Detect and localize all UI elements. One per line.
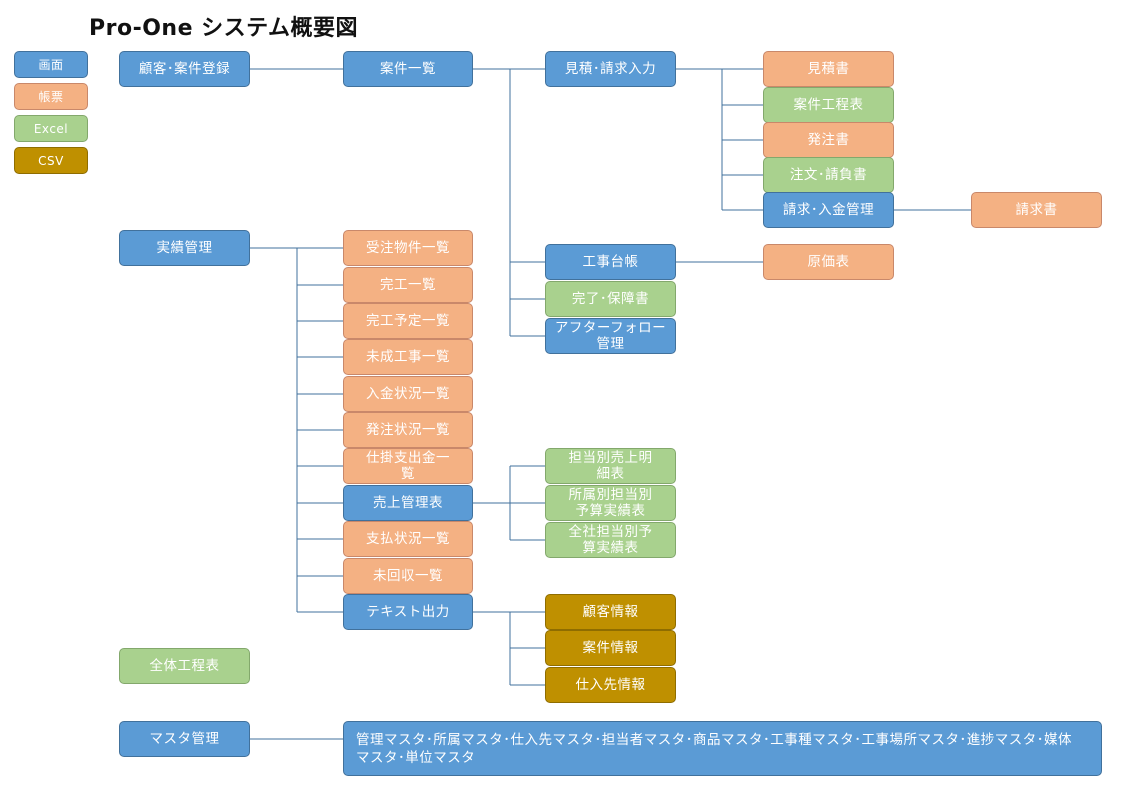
company-person-budget-node: 全社担当別予 算実績表 [545,522,676,558]
page-title: Pro-One システム概要図 [89,16,359,41]
estimate-doc-node: 見積書 [763,51,894,87]
customer-registration-node: 顧客･案件登録 [119,51,250,87]
completion-certificate-node: 完了･保障書 [545,281,676,317]
invoice-node: 請求書 [971,192,1102,228]
case-schedule-node: 案件工程表 [763,87,894,123]
incomplete-list-node: 未成工事一覧 [343,339,473,375]
customer-info-node: 顧客情報 [545,594,676,630]
legend-excel: Excel [14,115,88,142]
sales-management-node: 売上管理表 [343,485,473,521]
cost-table-node: 原価表 [763,244,894,280]
planned-list-node: 完工予定一覧 [343,303,473,339]
master-management-node: マスタ管理 [119,721,250,757]
case-info-node: 案件情報 [545,630,676,666]
case-list-node: 案件一覧 [343,51,473,87]
after-follow-node: アフターフォロー 管理 [545,318,676,354]
order-status-list-node: 発注状況一覧 [343,412,473,448]
master-list-node: 管理マスタ･所属マスタ･仕入先マスタ･担当者マスタ･商品マスタ･工事種マスタ･工… [343,721,1102,776]
supplier-info-node: 仕入先情報 [545,667,676,703]
text-output-node: テキスト出力 [343,594,473,630]
estimate-input-node: 見積･請求入力 [545,51,676,87]
wip-expense-list-node: 仕掛支出金一 覧 [343,448,473,484]
completed-list-node: 完工一覧 [343,267,473,303]
sales-by-person-node: 担当別売上明 細表 [545,448,676,484]
received-list-node: 受注物件一覧 [343,230,473,266]
overall-schedule-node: 全体工程表 [119,648,250,684]
billing-management-node: 請求･入金管理 [763,192,894,228]
payment-out-list-node: 支払状況一覧 [343,521,473,557]
order-contract-node: 注文･請負書 [763,157,894,193]
order-doc-node: 発注書 [763,122,894,158]
results-management-node: 実績管理 [119,230,250,266]
uncollected-list-node: 未回収一覧 [343,558,473,594]
legend-csv: CSV [14,147,88,174]
payment-in-list-node: 入金状況一覧 [343,376,473,412]
dept-person-budget-node: 所属別担当別 予算実績表 [545,485,676,521]
legend-screen: 画面 [14,51,88,78]
construction-ledger-node: 工事台帳 [545,244,676,280]
legend-report: 帳票 [14,83,88,110]
